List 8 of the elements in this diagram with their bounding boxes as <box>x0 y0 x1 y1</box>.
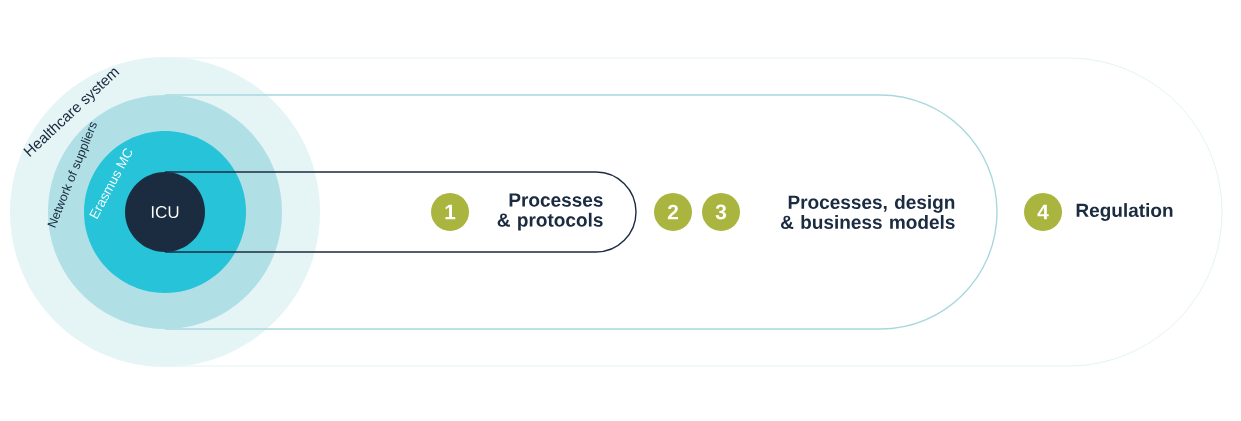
step-label: Processes & protocols <box>497 193 603 231</box>
number-badge: 4 <box>1024 193 1062 231</box>
step-label: Processes, design & business models <box>780 195 955 229</box>
number-badge: 3 <box>702 193 740 231</box>
step-label: Regulation <box>1076 203 1173 221</box>
disc-label: ICU <box>151 206 179 218</box>
number-badge: 2 <box>654 193 692 231</box>
number-badge: 1 <box>431 193 469 231</box>
